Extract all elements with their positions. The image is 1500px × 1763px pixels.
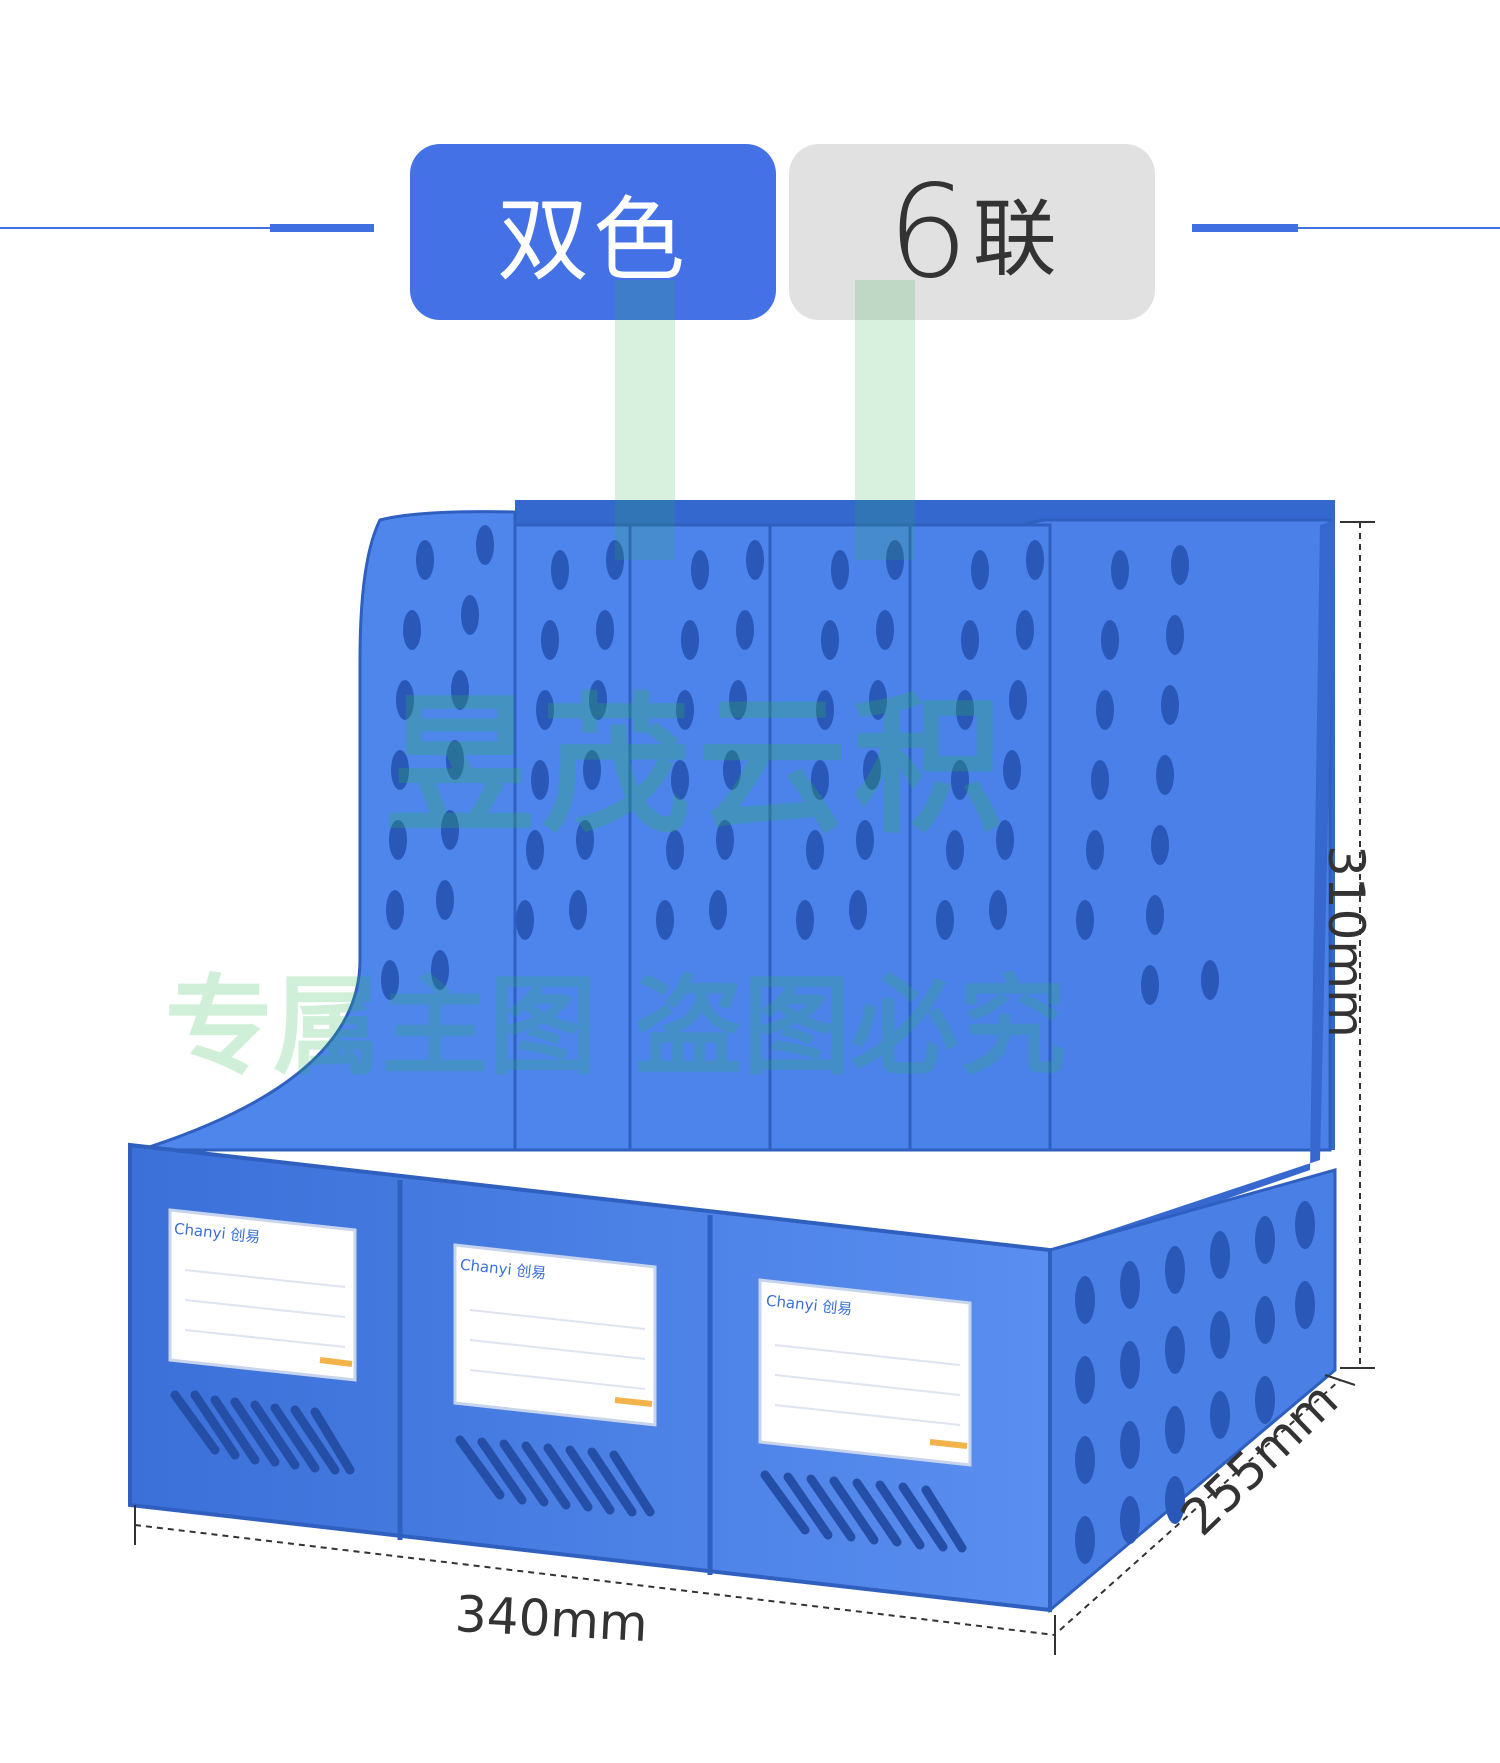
right-side-holes [1075, 1201, 1315, 1564]
label-card [758, 1278, 972, 1467]
header-rule-right [1298, 227, 1500, 229]
tab-six-section-unit: 联 [972, 189, 1057, 288]
tab-six-section-number: 6 [887, 157, 969, 307]
tab-six-section[interactable]: 6 联 [789, 144, 1155, 320]
label-card [168, 1208, 357, 1382]
header-rule-left-accent [270, 224, 374, 232]
divider-holes [381, 525, 1219, 1005]
vent-slots [170, 1390, 967, 1553]
header-rule-right-accent [1192, 224, 1298, 232]
tab-two-color-label: 双色 [496, 186, 689, 294]
organizer-dividers [139, 510, 1332, 1152]
dimension-width-label: 340mm [453, 1584, 650, 1654]
tab-two-color[interactable]: 双色 [410, 144, 776, 320]
label-card [453, 1243, 657, 1427]
dimension-height-label: 310mm [1317, 845, 1375, 1038]
header-rule-left [0, 227, 270, 229]
divider-panel [139, 510, 517, 1152]
dimension-lines [134, 521, 1375, 1655]
